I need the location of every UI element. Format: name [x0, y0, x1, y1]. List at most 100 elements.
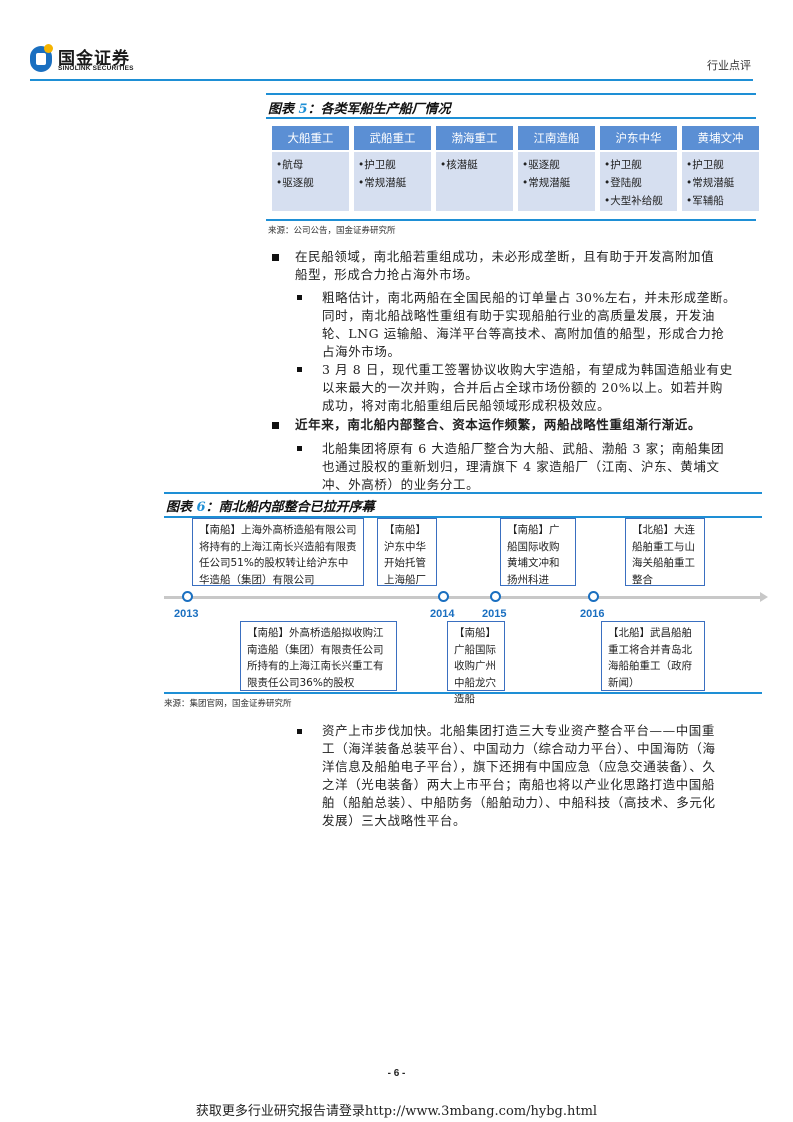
timeline-axis — [164, 596, 762, 599]
yard-card: 江南造船 •驱逐舰 •常规潜艇 — [518, 126, 595, 211]
timeline-node-icon — [588, 591, 599, 602]
timeline-event: 【北船】大连船舶重工与山海关船舶重工整合 — [625, 518, 705, 586]
yard-card: 黄埔文冲 •护卫舰 •常规潜艇 •军辅船 — [682, 126, 759, 211]
paragraph: 3 月 8 日，现代重工签署协议收购大宇造船，有望成为韩国造船业有史 以来最大的… — [322, 361, 767, 415]
product-item: •军辅船 — [686, 195, 724, 207]
key-point: 近年来，南北船内部整合、资本运作频繁，两船战略性重组渐行渐近。 — [295, 417, 702, 432]
bullet-square-icon — [297, 729, 302, 734]
yard-name: 黄埔文冲 — [682, 126, 759, 150]
fig5-source: 来源：公司公告，国金证券研究所 — [268, 226, 396, 236]
text-line: 北船集团将原有 6 大造船厂整合为大船、武船、渤船 3 家；南船集团 — [322, 441, 725, 456]
text-line: 舶（船舶总装）、中船防务（船舶动力）、中船科技（高技术、多元化 — [322, 795, 716, 810]
paragraph: 资产上市步伐加快。北船集团打造三大专业资产整合平台——中国重 工（海洋装备总装平… — [322, 722, 767, 830]
bullet-square-icon — [272, 254, 279, 261]
logo-cn-text: 国金证券 — [58, 49, 130, 69]
product-item: •常规潜艇 — [358, 177, 407, 189]
product-item: •驱逐舰 — [276, 177, 314, 189]
fig5-bottom-rule — [266, 219, 756, 221]
timeline-year: 2013 — [174, 608, 199, 620]
yard-products: •航母 •驱逐舰 — [272, 152, 349, 211]
yard-products: •护卫舰 •常规潜艇 — [354, 152, 431, 211]
product-item: •登陆舰 — [604, 177, 642, 189]
product-item: •护卫舰 — [686, 159, 724, 171]
yard-card: 大船重工 •航母 •驱逐舰 — [272, 126, 349, 211]
text-line: 占海外市场。 — [322, 344, 401, 359]
product-item: •核潜艇 — [440, 159, 478, 171]
timeline-event: 【南船】外高桥造船拟收购江南造船（集团）有限责任公司所持有的上海江南长兴重工有限… — [240, 621, 397, 691]
paragraph: 北船集团将原有 6 大造船厂整合为大船、武船、渤船 3 家；南船集团 也通过股权… — [322, 440, 767, 494]
page-number: - 6 - — [387, 1068, 406, 1079]
timeline-event: 【南船】广船国际收购广州中船龙穴造船 — [447, 621, 505, 705]
product-item: •驱逐舰 — [522, 159, 560, 171]
bullet-square-icon — [297, 446, 302, 451]
fig5-title-text: ：各类军船生产船厂情况 — [307, 102, 451, 117]
text-line: 轮、LNG 运输船、海洋平台等高技术、高附加值的船型，形成合力抢 — [322, 326, 725, 341]
yard-products: •护卫舰 •常规潜艇 •军辅船 — [682, 152, 759, 211]
yard-name: 沪东中华 — [600, 126, 677, 150]
yard-name: 大船重工 — [272, 126, 349, 150]
timeline-year: 2015 — [482, 608, 507, 620]
yard-products: •护卫舰 •登陆舰 •大型补给舰 — [600, 152, 677, 211]
fig5-num: 5 — [298, 102, 308, 117]
text-line: 在民船领域，南北船若重组成功，未必形成垄断，且有助于开发高附加值 — [295, 249, 715, 264]
text-line: 粗略估计，南北两船在全国民船的订单量占 30%左右，并未形成垄断。 — [322, 290, 737, 305]
yard-products: •驱逐舰 •常规潜艇 — [518, 152, 595, 211]
text-line: 3 月 8 日，现代重工签署协议收购大宇造船，有望成为韩国造船业有史 — [322, 362, 733, 377]
fig6-title-text: ：南北船内部整合已拉开序幕 — [205, 500, 375, 515]
timeline-event: 【南船】沪东中华开始托管上海船厂 — [377, 518, 437, 586]
paragraph: 粗略估计，南北两船在全国民船的订单量占 30%左右，并未形成垄断。 同时，南北船… — [322, 289, 767, 361]
text-line: 成功，将对南北船重组后民船领域形成积极效应。 — [322, 398, 611, 413]
header-divider — [30, 79, 753, 81]
yard-card: 渤海重工 •核潜艇 — [436, 126, 513, 211]
fig6-title-rule — [164, 516, 762, 518]
fig5-label: 图表 — [268, 102, 295, 117]
paragraph: 在民船领域，南北船若重组成功，未必形成垄断，且有助于开发高附加值 船型，形成合力… — [295, 248, 765, 284]
fig5-top-rule — [266, 93, 756, 95]
bullet-square-icon — [297, 367, 302, 372]
yard-name: 江南造船 — [518, 126, 595, 150]
text-line: 以来最大的一次并购，合并后占全球市场份额的 20%以上。如若并购 — [322, 380, 723, 395]
product-item: •护卫舰 — [358, 159, 396, 171]
timeline-node-icon — [490, 591, 501, 602]
fig6-bottom-rule — [164, 692, 762, 694]
footer-link[interactable]: 获取更多行业研究报告请登录http://www.3mbang.com/hybg.… — [195, 1104, 598, 1119]
bullet-square-icon — [297, 295, 302, 300]
fig5-title: 图表 5：各类军船生产船厂情况 — [268, 98, 451, 117]
text-line: 冲、外高桥）的业务分工。 — [322, 477, 480, 492]
fig6-top-rule — [164, 492, 762, 494]
yard-name: 渤海重工 — [436, 126, 513, 150]
timeline-arrow-icon — [760, 592, 768, 602]
yard-name: 武船重工 — [354, 126, 431, 150]
product-item: •护卫舰 — [604, 159, 642, 171]
text-line: 船型，形成合力抢占海外市场。 — [295, 267, 479, 282]
text-line: 资产上市步伐加快。北船集团打造三大专业资产整合平台——中国重 — [322, 723, 716, 738]
timeline-event: 【南船】上海外高桥造船有限公司将持有的上海江南长兴造船有限责任公司51%的股权转… — [192, 518, 364, 586]
fig6-title: 图表 6：南北船内部整合已拉开序幕 — [166, 496, 375, 515]
timeline-year: 2016 — [580, 608, 605, 620]
fig6-num: 6 — [196, 500, 206, 515]
text-line: 同时，南北船战略性重组有助于实现船舶行业的高质量发展，开发油 — [322, 308, 716, 323]
yard-card: 沪东中华 •护卫舰 •登陆舰 •大型补给舰 — [600, 126, 677, 211]
fig6-label: 图表 — [166, 500, 193, 515]
timeline-event: 【南船】广船国际收购黄埔文冲和扬州科进 — [500, 518, 576, 586]
timeline-year: 2014 — [430, 608, 455, 620]
text-line: 也通过股权的重新划归，理清旗下 4 家造船厂（江南、沪东、黄埔文 — [322, 459, 720, 474]
bullet-square-icon — [272, 422, 279, 429]
timeline-event: 【北船】武昌船舶重工将合并青岛北海船舶重工（政府新闻） — [601, 621, 705, 691]
product-item: •常规潜艇 — [522, 177, 571, 189]
text-line: 洋信息及船舶电子平台），旗下还拥有中国应急（应急交通装备）、久 — [322, 759, 716, 774]
product-item: •航母 — [276, 159, 304, 171]
timeline-node-icon — [438, 591, 449, 602]
product-item: •常规潜艇 — [686, 177, 735, 189]
timeline-node-icon — [182, 591, 193, 602]
sinolink-logo: 国金证券 SINOLINK SECURITIES — [30, 44, 160, 76]
logo-en-text: SINOLINK SECURITIES — [58, 65, 134, 72]
yard-card: 武船重工 •护卫舰 •常规潜艇 — [354, 126, 431, 211]
product-item: •大型补给舰 — [604, 195, 663, 207]
report-type: 行业点评 — [707, 59, 751, 72]
text-line: 之洋（光电装备）两大上市平台；南船也将以产业化思路打造中国船 — [322, 777, 716, 792]
text-line: 发展）三大战略性平台。 — [322, 813, 467, 828]
yard-products: •核潜艇 — [436, 152, 513, 211]
text-line: 工（海洋装备总装平台）、中国动力（综合动力平台）、中国海防（海 — [322, 741, 716, 756]
fig5-title-rule — [266, 117, 756, 119]
